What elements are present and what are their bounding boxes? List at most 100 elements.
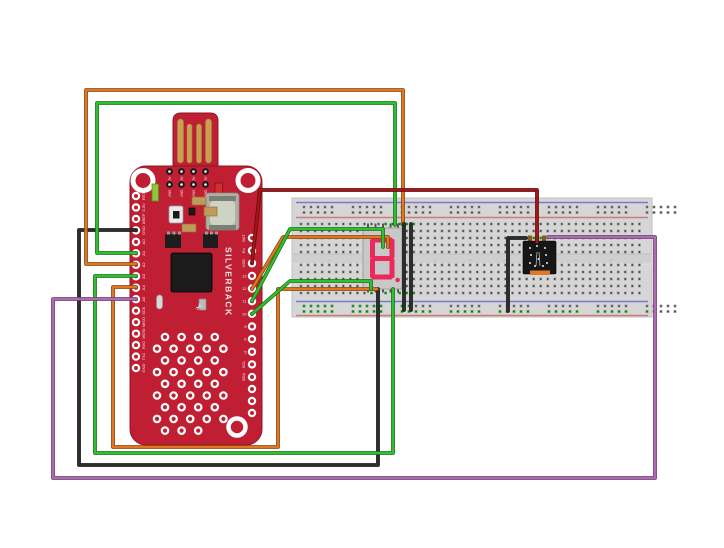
wire-pin12-orange-core[interactable] [250,235,390,291]
board-pin[interactable] [131,340,141,350]
small-ic-2 [203,231,218,248]
board-pin[interactable] [247,396,257,406]
seven-segment-display[interactable] [362,223,403,293]
breadboard-hole-center [631,292,634,294]
breadboard-hole-center [483,251,485,253]
breadboard-hole-center [434,251,436,253]
wire-a5-purple[interactable] [51,235,657,480]
breadboard-hole-center [366,310,368,313]
wire-a4-orange-loop-core[interactable] [111,285,379,449]
wire-a2-orange-loop[interactable] [84,88,405,266]
wire-a1-green-loop[interactable] [95,101,397,255]
breadboard-hole-center [562,310,564,313]
wire-a3-green-loop[interactable] [93,274,395,455]
breadboard-hole-center [335,264,337,266]
breadboard-hole-center [518,230,521,232]
breadboard-hole-center [624,285,626,287]
tactile-button[interactable] [168,205,184,224]
wire-pin11-green-core[interactable] [250,227,385,303]
breadboard-hole-center [441,278,443,280]
board-pin[interactable] [247,408,257,418]
wire-pin10-green-core[interactable] [250,279,373,316]
pin-label-left: A2 [141,262,146,268]
breadboard-hole-center [525,292,528,294]
breadboard-hole-center [490,264,493,266]
breadboard-hole-center [342,244,344,246]
board-pin[interactable] [247,271,257,281]
board-pin[interactable] [247,360,257,369]
board-pin[interactable] [131,363,141,373]
breadboard-hole-center [478,310,480,313]
breadboard-hole-center [462,251,464,253]
wire-a1-green-loop-core[interactable] [95,101,397,255]
breadboard-hole-center [483,223,485,225]
breadboard-hole-center [490,230,493,232]
breadboard-hole-center [300,278,302,280]
pin-label-top: GND [180,189,184,197]
breadboard-hole-center [483,264,485,266]
board-pin[interactable] [131,214,141,224]
breadboard-hole-center [434,271,436,273]
wire-chip-black-core[interactable] [506,236,528,313]
proto-hole [210,332,220,342]
breadboard-hole-center [469,264,471,266]
board-pin[interactable] [131,317,141,327]
board-pin[interactable] [131,191,141,201]
board-pin[interactable] [247,372,257,382]
wire-chip-black[interactable] [506,236,528,313]
breadboard-hole-center [478,211,480,214]
board-pin[interactable] [131,329,141,338]
breadboard-hole-center [554,292,556,294]
breadboard-hole-center [597,305,599,307]
breadboard-hole-center [324,310,326,313]
breadboard-hole-center [569,310,571,313]
breadboard-hole-center [321,264,323,266]
wire-pin10-green[interactable] [250,279,373,316]
breadboard[interactable]: 51015202530354045 [291,197,677,318]
breadboard-hole-center [511,244,514,246]
board-pin-hole [192,183,195,186]
ic-chip[interactable] [522,235,557,276]
breadboard-hole-center [314,271,316,273]
wire-pin11-green[interactable] [250,227,385,303]
breadboard-hole-center [427,237,429,239]
pin-label-right: 5 [244,349,247,354]
board-pin[interactable] [131,203,141,212]
breadboard-hole-center [415,305,417,307]
breadboard-hole-center [497,292,500,294]
board-pin[interactable] [131,306,141,315]
board-pin[interactable] [247,322,257,331]
board-pin[interactable] [131,237,141,247]
breadboard-hole-center [582,264,584,266]
proto-hole [210,379,220,389]
breadboard-hole-center [420,271,422,273]
breadboard-hole-center [490,237,493,239]
breadboard-hole-center [499,310,501,313]
breadboard-hole-center [603,292,605,294]
board-pin[interactable] [247,334,257,344]
wire-pin12-orange[interactable] [250,235,390,291]
wire-a3-green-loop-core[interactable] [93,274,395,455]
wire-a5-purple-core[interactable] [51,235,657,480]
breadboard-hole-center [617,278,619,280]
wire-a4-orange-loop[interactable] [111,285,379,449]
board-pin[interactable] [247,384,257,394]
microcontroller-board[interactable]: ✂ SILVERBACK RST3.3VAREFGNDA0A1A2A3A4A5S… [129,112,263,446]
chip-dots [529,245,548,267]
breadboard-hole-center [366,206,368,208]
breadboard-hole-center [310,206,312,208]
pin-label-right: SDA [241,373,246,382]
pin-label-top: 3.3V [168,176,172,183]
breadboard-hole-center [520,206,522,208]
board-pin[interactable] [247,309,257,319]
breadboard-hole-center [429,211,431,214]
board-pin[interactable] [131,352,141,361]
wire-usb-darkred-core[interactable] [250,188,539,265]
breadboard-hole-center [561,244,563,246]
breadboard-hole-center [413,223,415,225]
wire-a2-orange-loop-core[interactable] [84,88,405,266]
wire-usb-darkred[interactable] [250,188,539,265]
breadboard-hole-center [589,251,591,253]
board-pin[interactable] [247,347,257,356]
breadboard-hole-center [575,230,577,232]
